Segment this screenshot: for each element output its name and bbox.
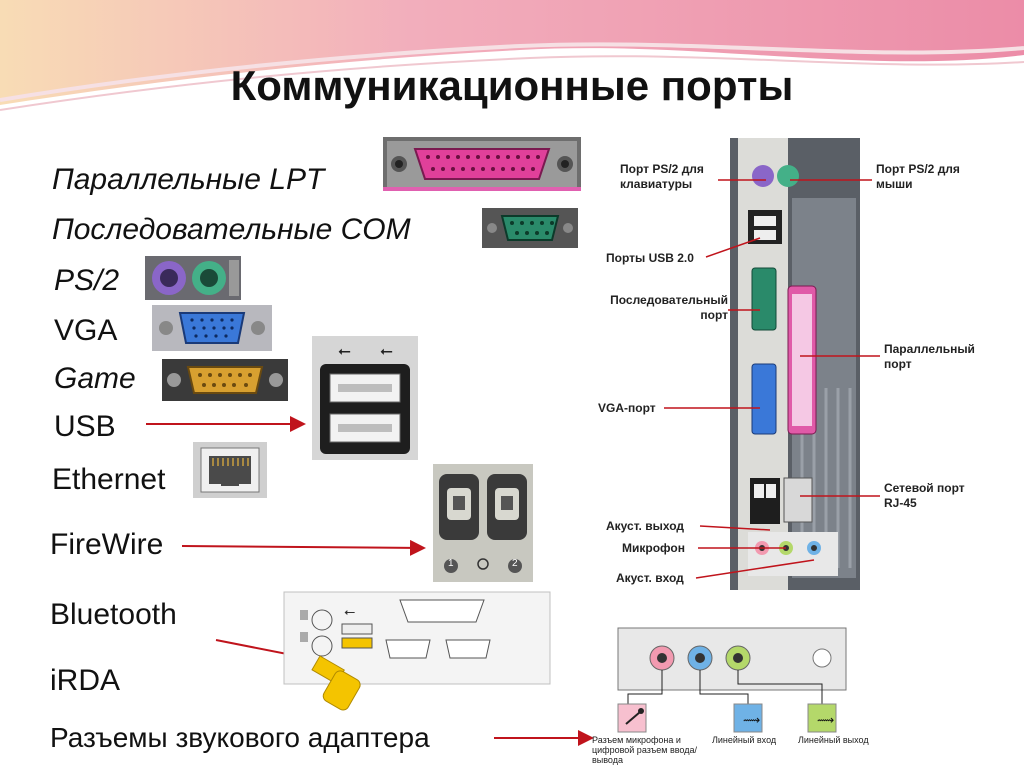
mb-label-serial: Последовательный порт xyxy=(610,293,728,322)
page-title: Коммуникационные порты xyxy=(230,62,794,109)
mb-label-audio-in: Акуст. вход xyxy=(616,571,684,585)
label-vga: VGA xyxy=(54,314,118,347)
label-irda: iRDA xyxy=(50,664,121,697)
svg-text:⭠: ⭠ xyxy=(344,603,355,619)
firewire-port-1-number: 1 xyxy=(448,558,454,569)
label-game: Game xyxy=(54,362,136,395)
svg-text:⭠: ⭠ xyxy=(338,343,351,360)
firewire-icon xyxy=(433,464,533,582)
game-connector-icon xyxy=(162,359,288,401)
lpt-connector-icon xyxy=(383,137,581,191)
label-bluetooth: Bluetooth xyxy=(50,598,177,631)
label-com: Последовательные COM xyxy=(52,213,411,246)
audio-card-icon: ⟿ ⟿ xyxy=(617,627,847,733)
ethernet-connector-icon xyxy=(193,442,267,498)
com-connector-icon xyxy=(482,208,578,248)
mb-label-network: Сетевой порт RJ-45 xyxy=(884,481,965,510)
firewire-connector: 1 2 xyxy=(433,464,533,582)
svg-text:⭠: ⭠ xyxy=(380,343,393,360)
label-lpt: Параллельные LPT xyxy=(52,163,325,196)
motherboard-panel-icon xyxy=(730,138,860,590)
header-wave xyxy=(0,0,1024,111)
svg-text:⟿: ⟿ xyxy=(743,713,760,727)
label-ps2: PS/2 xyxy=(54,264,120,297)
ps2-connector-icon xyxy=(145,256,241,300)
label-audio: Разъемы звукового адаптера xyxy=(50,722,430,753)
firewire-port-2-number: 2 xyxy=(512,558,518,569)
audio-card-mic-caption: Разъем микрофона и цифровой разъем ввода… xyxy=(592,735,697,765)
vga-connector-icon xyxy=(152,305,272,351)
usb-connector-icon: ⭠ ⭠ xyxy=(312,336,418,460)
mb-label-vga: VGA-порт xyxy=(598,401,656,415)
mb-label-usb: Порты USB 2.0 xyxy=(606,251,694,265)
audio-card-line-out-caption: Линейный выход xyxy=(798,735,869,745)
svg-text:⟿: ⟿ xyxy=(817,713,834,727)
mb-label-parallel: Параллельный порт xyxy=(884,342,975,371)
label-usb: USB xyxy=(54,410,116,443)
mb-label-ps2-mouse: Порт PS/2 для мыши xyxy=(876,162,960,191)
label-firewire: FireWire xyxy=(50,528,164,561)
back-panel-icon: ⭠ xyxy=(283,591,551,711)
mb-label-audio-out: Акуст. выход xyxy=(606,519,684,533)
label-ethernet: Ethernet xyxy=(52,463,166,496)
mb-label-mic: Микрофон xyxy=(622,541,685,555)
firewire-arrow xyxy=(181,539,426,556)
mb-label-ps2-keyboard: Порт PS/2 для клавиатуры xyxy=(620,162,704,191)
audio-card-line-in-caption: Линейный вход xyxy=(712,735,777,745)
